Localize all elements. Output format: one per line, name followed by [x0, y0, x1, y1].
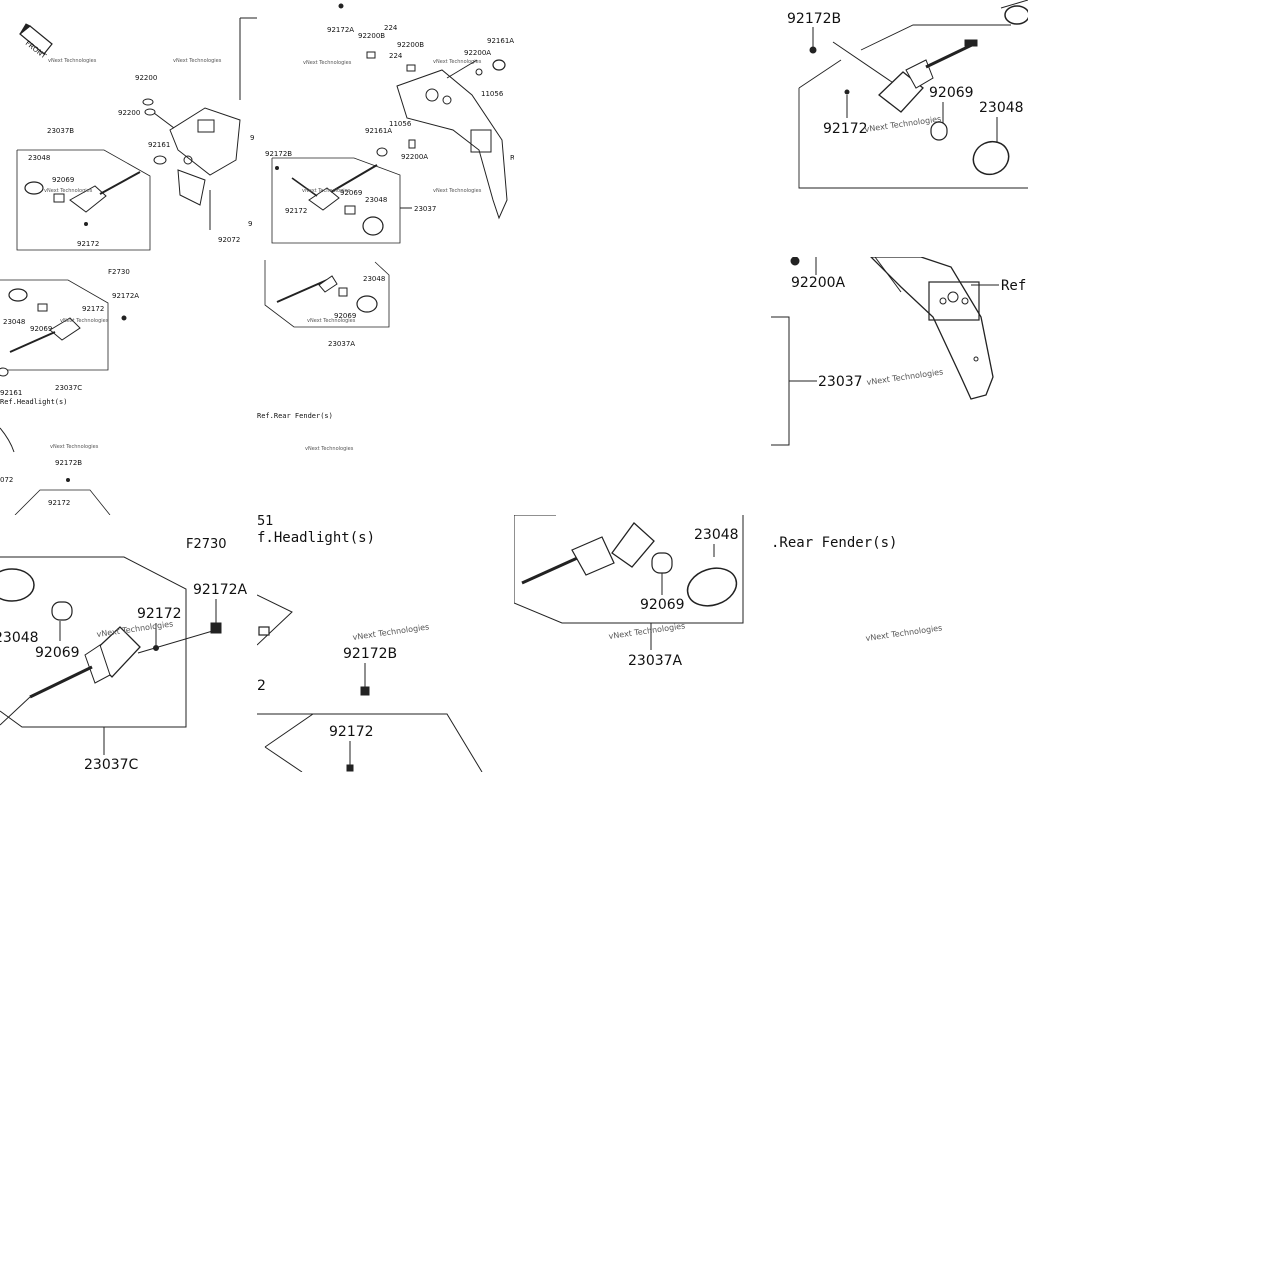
part-label: 92172: [82, 305, 104, 313]
part-label: 92172A: [112, 292, 139, 300]
ref-short: Ref: [1001, 278, 1026, 294]
part-label: 92069: [52, 176, 74, 184]
zoom-23037a-tile: 92069 23048 vNext Technologies 23037A: [514, 515, 771, 772]
part-label: 23048: [694, 527, 739, 543]
group-code: F2730: [108, 268, 130, 276]
ref-short: Ref: [510, 154, 514, 162]
part-label: 92069: [334, 312, 356, 320]
part-label: 92069: [30, 325, 52, 333]
part-label: 2: [257, 678, 266, 694]
part-label: 92200A: [464, 49, 491, 57]
watermark: vNext Technologies: [865, 623, 943, 643]
part-label: 92161: [148, 141, 170, 149]
license-bracket: [149, 17, 257, 230]
zoom-23037c-tile: F2730 23048 92069 92172 92172A vNext Tec…: [0, 515, 257, 772]
part-label: 11056: [481, 90, 504, 98]
part-label: 92069: [35, 645, 80, 661]
part-label: 224: [384, 24, 398, 32]
part-label: 92172: [77, 240, 99, 248]
watermark: vNext Technologies: [44, 188, 93, 194]
part-label: 23037B: [47, 127, 74, 135]
watermark: vNext Technologies: [96, 619, 174, 639]
part-label: 23037: [818, 374, 863, 390]
watermark: vNext Technologies: [60, 318, 109, 324]
fender-overview-tile: 92172A 224 92200B 92200B 224 vNext Techn…: [257, 0, 514, 515]
part-label: 23037A: [628, 653, 683, 669]
part-label: 92200A: [791, 275, 846, 291]
part-label: 92069: [640, 597, 685, 613]
part-label: 92161A: [365, 127, 392, 135]
watermark: vNext Technologies: [48, 58, 97, 64]
part-label: 23048: [363, 275, 385, 283]
watermark: vNext Technologies: [433, 59, 482, 65]
zoom-headlight-ref-tile: 51 f.Headlight(s) 2 92172B 92172 vNext T…: [257, 515, 514, 772]
part-label: 92172: [329, 724, 374, 740]
part-label: 23048: [3, 318, 25, 326]
part-label: 23037C: [84, 757, 139, 772]
part-label: 92200B: [358, 32, 385, 40]
rear-fender: [396, 59, 508, 220]
watermark: vNext Technologies: [307, 318, 356, 324]
watermark: vNext Technologies: [864, 114, 942, 134]
part-label: 23048: [0, 630, 39, 646]
watermark: vNext Technologies: [50, 444, 99, 450]
part-label: 23037C: [55, 384, 82, 392]
group-code: F2730: [186, 537, 227, 552]
watermark: vNext Technologies: [608, 621, 686, 641]
part-label: 92172: [823, 121, 868, 137]
part-label: 92069: [340, 189, 362, 197]
part-label: 92172: [285, 207, 307, 215]
watermark: vNext Technologies: [173, 58, 222, 64]
zoom-front-signal-tile: 92172B 92069 23048 92172 vNext Tec: [771, 0, 1028, 257]
front-arrow-icon: FRONT: [19, 23, 53, 61]
part-label: 23048: [365, 196, 387, 204]
rear-fender: [870, 257, 994, 400]
ref-rear-fender-crop: .Rear Fender(s): [771, 535, 897, 551]
part-label: 92172A: [193, 582, 248, 598]
watermark: vNext Technologies: [352, 622, 430, 642]
part-label: 92172B: [787, 11, 841, 27]
part-label: 224: [389, 52, 403, 60]
part-label: 92172B: [55, 459, 82, 467]
ref-headlight-crop: f.Headlight(s): [257, 530, 375, 546]
part-label: 92200: [118, 109, 140, 117]
part-label: 51: [257, 515, 274, 529]
watermark: vNext Technologies: [305, 446, 354, 452]
overview-tile: FRONT vNext Technologies 92200 92200 921…: [0, 0, 257, 515]
part-label: 9: [248, 220, 252, 228]
zoom-rear-fender-tile: 92200A 23037 Ref vNext Technologies: [771, 257, 1028, 515]
part-label: 92072: [218, 236, 240, 244]
part-label: 92161: [0, 389, 22, 397]
part-label: 92200B: [397, 41, 424, 49]
part-label: 11056: [389, 120, 412, 128]
ref-headlight: Ref.Headlight(s): [0, 398, 67, 406]
part-label: 9: [250, 134, 254, 142]
watermark: vNext Technologies: [866, 367, 944, 387]
watermark: vNext Technologies: [433, 188, 482, 194]
part-label: 23048: [28, 154, 50, 162]
part-label: 92172B: [343, 646, 397, 662]
zoom-rear-fender-ref-tile: .Rear Fender(s) vNext Technologies: [771, 515, 1028, 772]
part-label: 92172B: [265, 150, 292, 158]
part-label: 92172: [137, 606, 182, 622]
ref-rear-fender: Ref.Rear Fender(s): [257, 412, 333, 420]
part-label: 23048: [979, 100, 1024, 116]
part-label: 23037: [414, 205, 436, 213]
lens-icon: [1004, 5, 1028, 25]
part-label: 92200: [135, 74, 157, 82]
part-label: 92172A: [327, 26, 354, 34]
watermark: vNext Technologies: [302, 188, 351, 194]
part-label: 23037A: [328, 340, 355, 348]
part-label: 072: [0, 476, 13, 484]
watermark: vNext Technologies: [303, 60, 352, 66]
part-label: 92200A: [401, 153, 428, 161]
part-label: 92161A: [487, 37, 514, 45]
part-label: 92069: [929, 85, 974, 101]
part-label: 92172: [48, 499, 70, 507]
